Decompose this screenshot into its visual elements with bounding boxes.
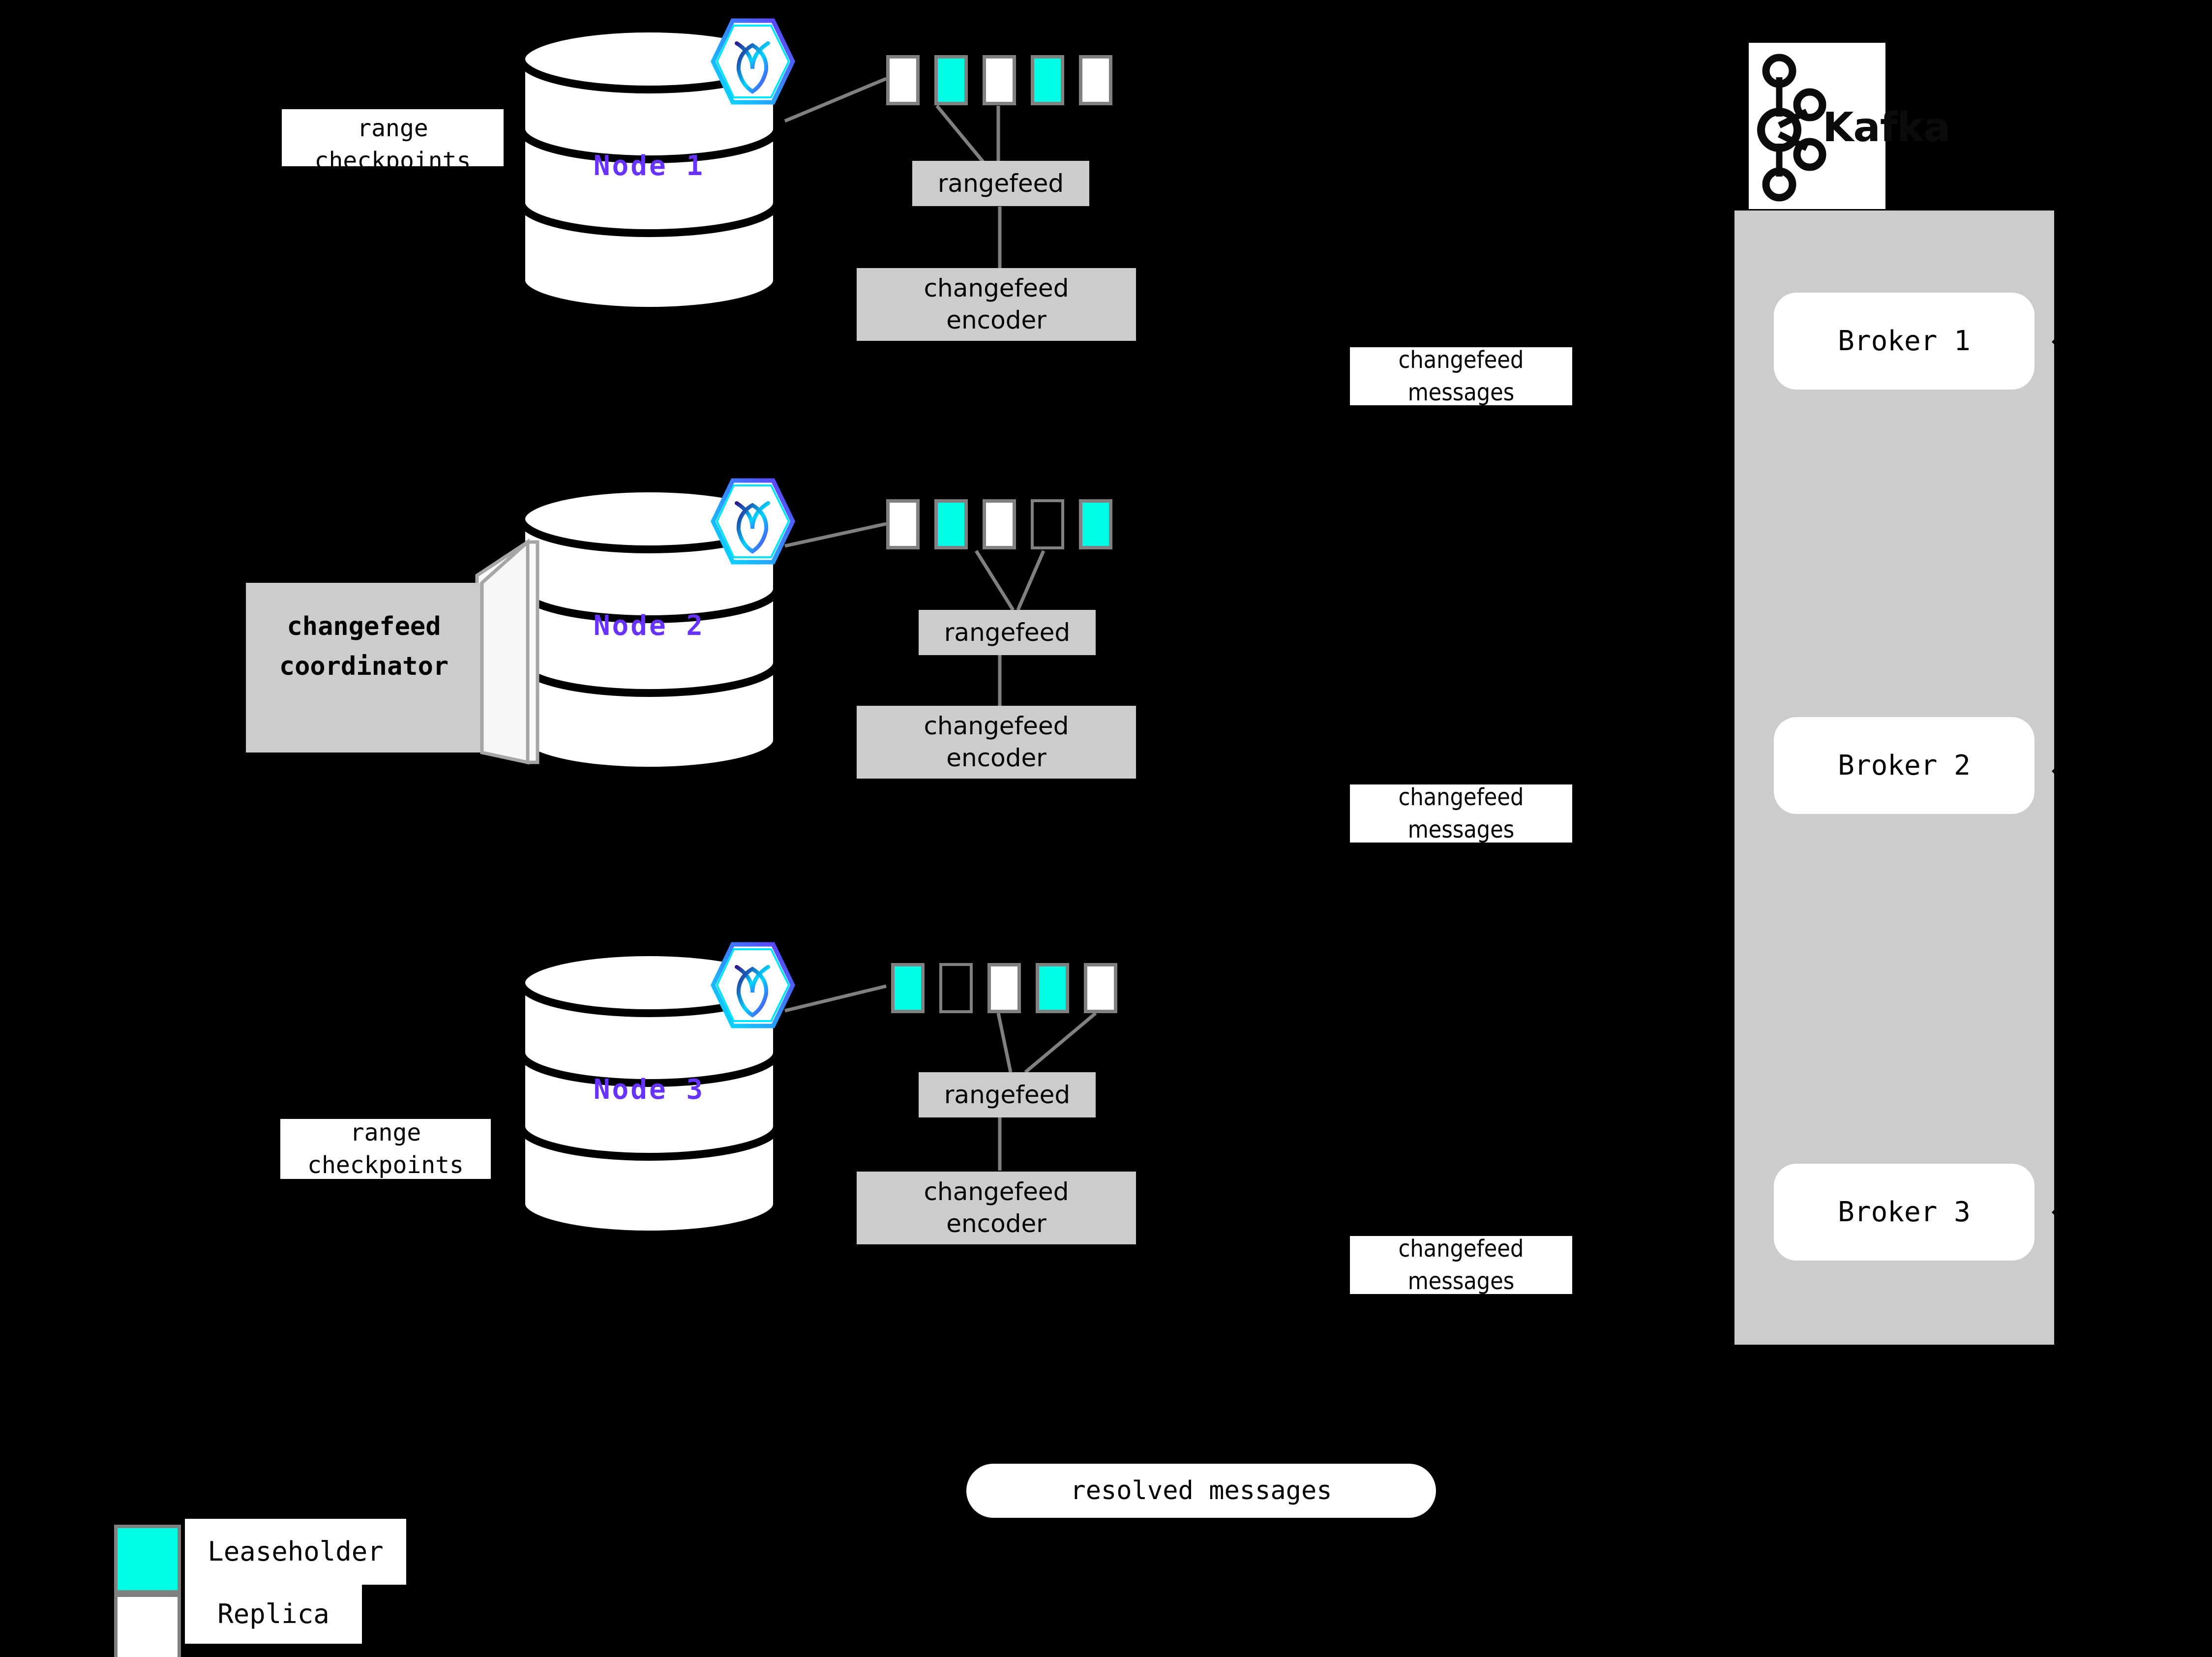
coordinator-line-1: changefeed: [287, 612, 441, 642]
range-box[interactable]: [1036, 963, 1069, 1013]
range-box[interactable]: [987, 963, 1021, 1013]
range-checkpoints-line-2: checkpoints: [314, 147, 471, 166]
range-box[interactable]: [891, 963, 925, 1013]
legend-label-leaseholder: Leaseholder: [185, 1519, 406, 1585]
broker-2-box[interactable]: Broker 2: [1774, 717, 2034, 814]
encoder-line-2: encoder: [946, 744, 1046, 772]
legend-swatch-replica: [114, 1594, 181, 1657]
range-box[interactable]: [1079, 499, 1112, 549]
kafka-wordmark: Kafka: [1823, 104, 1950, 151]
cockroachdb-hex-logo-icon: [708, 475, 797, 570]
legend-swatch-leaseholder: [114, 1525, 181, 1594]
range-box[interactable]: [939, 963, 973, 1013]
range-box[interactable]: [934, 499, 968, 549]
broker-3-box[interactable]: Broker 3: [1774, 1164, 2034, 1261]
node-2-label: Node 2: [593, 610, 705, 642]
changefeed-encoder-box-node-3[interactable]: changefeed encoder: [857, 1172, 1136, 1244]
changefeed-messages-line-1: changefeed: [1398, 1236, 1524, 1263]
changefeed-messages-label-2: changefeed messages: [1350, 784, 1572, 843]
kafka-nodes-icon: [1757, 54, 1826, 202]
range-checkpoints-line-1: range: [357, 115, 428, 142]
changefeed-messages-label-1: changefeed messages: [1350, 347, 1572, 405]
rangefeed-box-node-1[interactable]: rangefeed: [912, 161, 1089, 206]
range-box[interactable]: [886, 499, 920, 549]
range-box[interactable]: [1031, 55, 1064, 105]
broker-1-box[interactable]: Broker 1: [1774, 293, 2034, 390]
changefeed-coordinator-label: changefeed coordinator: [246, 583, 482, 711]
encoder-line-2: encoder: [946, 306, 1046, 334]
range-box[interactable]: [934, 55, 968, 105]
encoder-line-1: changefeed: [924, 274, 1069, 302]
encoder-line-2: encoder: [946, 1209, 1046, 1238]
range-checkpoints-line-2: checkpoints: [307, 1151, 464, 1179]
range-box[interactable]: [983, 55, 1016, 105]
changefeed-messages-line-2: messages: [1407, 816, 1515, 843]
cockroachdb-hex-logo-icon: [708, 938, 797, 1034]
range-box[interactable]: [886, 55, 920, 105]
range-box[interactable]: [1031, 499, 1064, 549]
range-box[interactable]: [1084, 963, 1117, 1013]
range-checkpoints-label-top: range checkpoints: [282, 109, 504, 166]
changefeed-messages-label-3: changefeed messages: [1350, 1236, 1572, 1294]
changefeed-messages-line-2: messages: [1407, 1267, 1515, 1294]
coordinator-line-2: coordinator: [279, 652, 449, 681]
rangefeed-box-node-2[interactable]: rangefeed: [919, 610, 1096, 655]
encoder-line-1: changefeed: [924, 1177, 1069, 1206]
changefeed-encoder-box-node-2[interactable]: changefeed encoder: [857, 706, 1136, 779]
encoder-line-1: changefeed: [924, 712, 1069, 740]
changefeed-messages-line-2: messages: [1407, 379, 1515, 405]
node-3-cylinder: Node 3: [516, 948, 782, 1243]
range-checkpoints-line-1: range: [350, 1119, 421, 1146]
kafka-logo-box: Kafka: [1749, 43, 1950, 209]
rangefeed-box-node-3[interactable]: rangefeed: [919, 1072, 1096, 1117]
range-box[interactable]: [1079, 55, 1112, 105]
changefeed-encoder-box-node-1[interactable]: changefeed encoder: [857, 268, 1136, 341]
legend-label-replica: Replica: [185, 1585, 362, 1644]
changefeed-messages-line-1: changefeed: [1398, 784, 1524, 811]
range-box[interactable]: [983, 499, 1016, 549]
cockroachdb-hex-logo-icon: [708, 15, 797, 110]
range-checkpoints-label-bottom: range checkpoints: [280, 1119, 491, 1179]
node-3-label: Node 3: [593, 1074, 705, 1106]
node-1-label: Node 1: [593, 150, 705, 182]
node-1-cylinder: Node 1: [516, 25, 782, 320]
node-2-cylinder: Node 2: [516, 484, 782, 780]
resolved-messages-pill: resolved messages: [966, 1464, 1436, 1518]
changefeed-coordinator-shape: [246, 538, 539, 765]
changefeed-messages-line-1: changefeed: [1398, 347, 1524, 374]
